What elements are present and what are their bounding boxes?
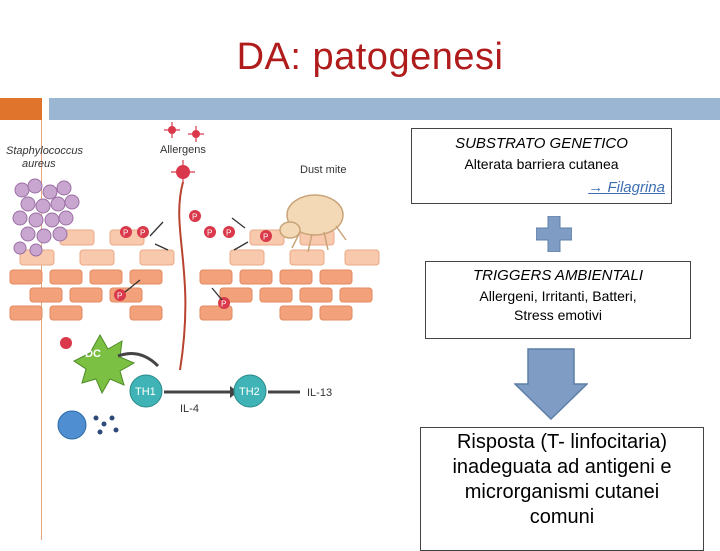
label-dust-mite: Dust mite <box>300 164 346 176</box>
protease-label: P <box>140 229 145 238</box>
dc-antigen <box>60 337 72 349</box>
filaggrin-link[interactable]: → Filagrina <box>588 179 665 196</box>
environmental-triggers-box: TRIGGERS AMBIENTALI Allergeni, Irritanti… <box>425 261 691 339</box>
genetic-substrate-box: SUBSTRATO GENETICO Alterata barriera cut… <box>411 128 672 204</box>
slide-title: DA: patogenesi <box>236 36 504 78</box>
header-accent-orange <box>0 98 42 120</box>
label-staphylococcus-line2: aureus <box>22 158 56 170</box>
header-accent-blue <box>49 98 720 120</box>
cytokine-dots <box>93 415 119 435</box>
effector-cell-icon <box>57 410 87 440</box>
label-th2: TH2 <box>239 386 260 398</box>
allergen-spikes <box>164 122 204 184</box>
dust-mite-icon <box>279 194 347 253</box>
allergen-path-arrow <box>178 181 187 371</box>
protease-label: P <box>263 233 268 242</box>
immune-response-line1: Risposta (T- linfocitaria) <box>456 431 668 453</box>
down-arrow-icon <box>514 348 588 420</box>
protease-label: P <box>123 229 128 238</box>
protease-label: P <box>221 300 226 309</box>
staphylococcus-cluster <box>12 178 80 257</box>
pathogenesis-illustration: Staphylococcus aureus Allergens Dust mit… <box>0 120 400 440</box>
protease-arrows <box>124 217 249 301</box>
genetic-substrate-title: SUBSTRATO GENETICO <box>455 135 628 152</box>
protease-label: P <box>192 213 197 222</box>
genetic-substrate-text: Alterata barriera cutanea <box>464 156 619 172</box>
th1-cell-icon <box>129 374 163 408</box>
immune-response-line3: microrganismi cutanei <box>464 481 660 503</box>
protease-label: P <box>117 292 122 301</box>
label-il13: IL-13 <box>307 387 332 399</box>
protease-label: P <box>207 229 212 238</box>
label-th1: TH1 <box>135 386 156 398</box>
plus-icon <box>536 216 572 252</box>
immune-response-line2: inadeguata ad antigeni e <box>452 456 672 478</box>
environmental-triggers-line1: Allergeni, Irritanti, Batteri, <box>479 288 637 304</box>
th2-cell-icon <box>233 374 267 408</box>
protease-label: P <box>226 229 231 238</box>
label-il4: IL-4 <box>180 403 199 415</box>
left-margin-line <box>41 120 42 540</box>
dc-to-th1-arrow <box>117 352 160 368</box>
dendritic-cell-icon <box>73 333 136 395</box>
skin-barrier-cells <box>9 229 380 321</box>
environmental-triggers-line2: Stress emotivi <box>514 307 602 323</box>
immune-response-line4: comuni <box>529 506 595 528</box>
label-allergens: Allergens <box>160 144 206 156</box>
label-staphylococcus-line1: Staphylococcus <box>6 145 84 157</box>
protease-markers <box>114 210 272 309</box>
environmental-triggers-title: TRIGGERS AMBIENTALI <box>472 267 644 284</box>
immune-response-box: Risposta (T- linfocitaria) inadeguata ad… <box>420 427 704 551</box>
label-dc: DC <box>85 348 101 360</box>
pathogenesis-diagram: Staphylococcus aureus Allergens Dust mit… <box>6 122 380 440</box>
